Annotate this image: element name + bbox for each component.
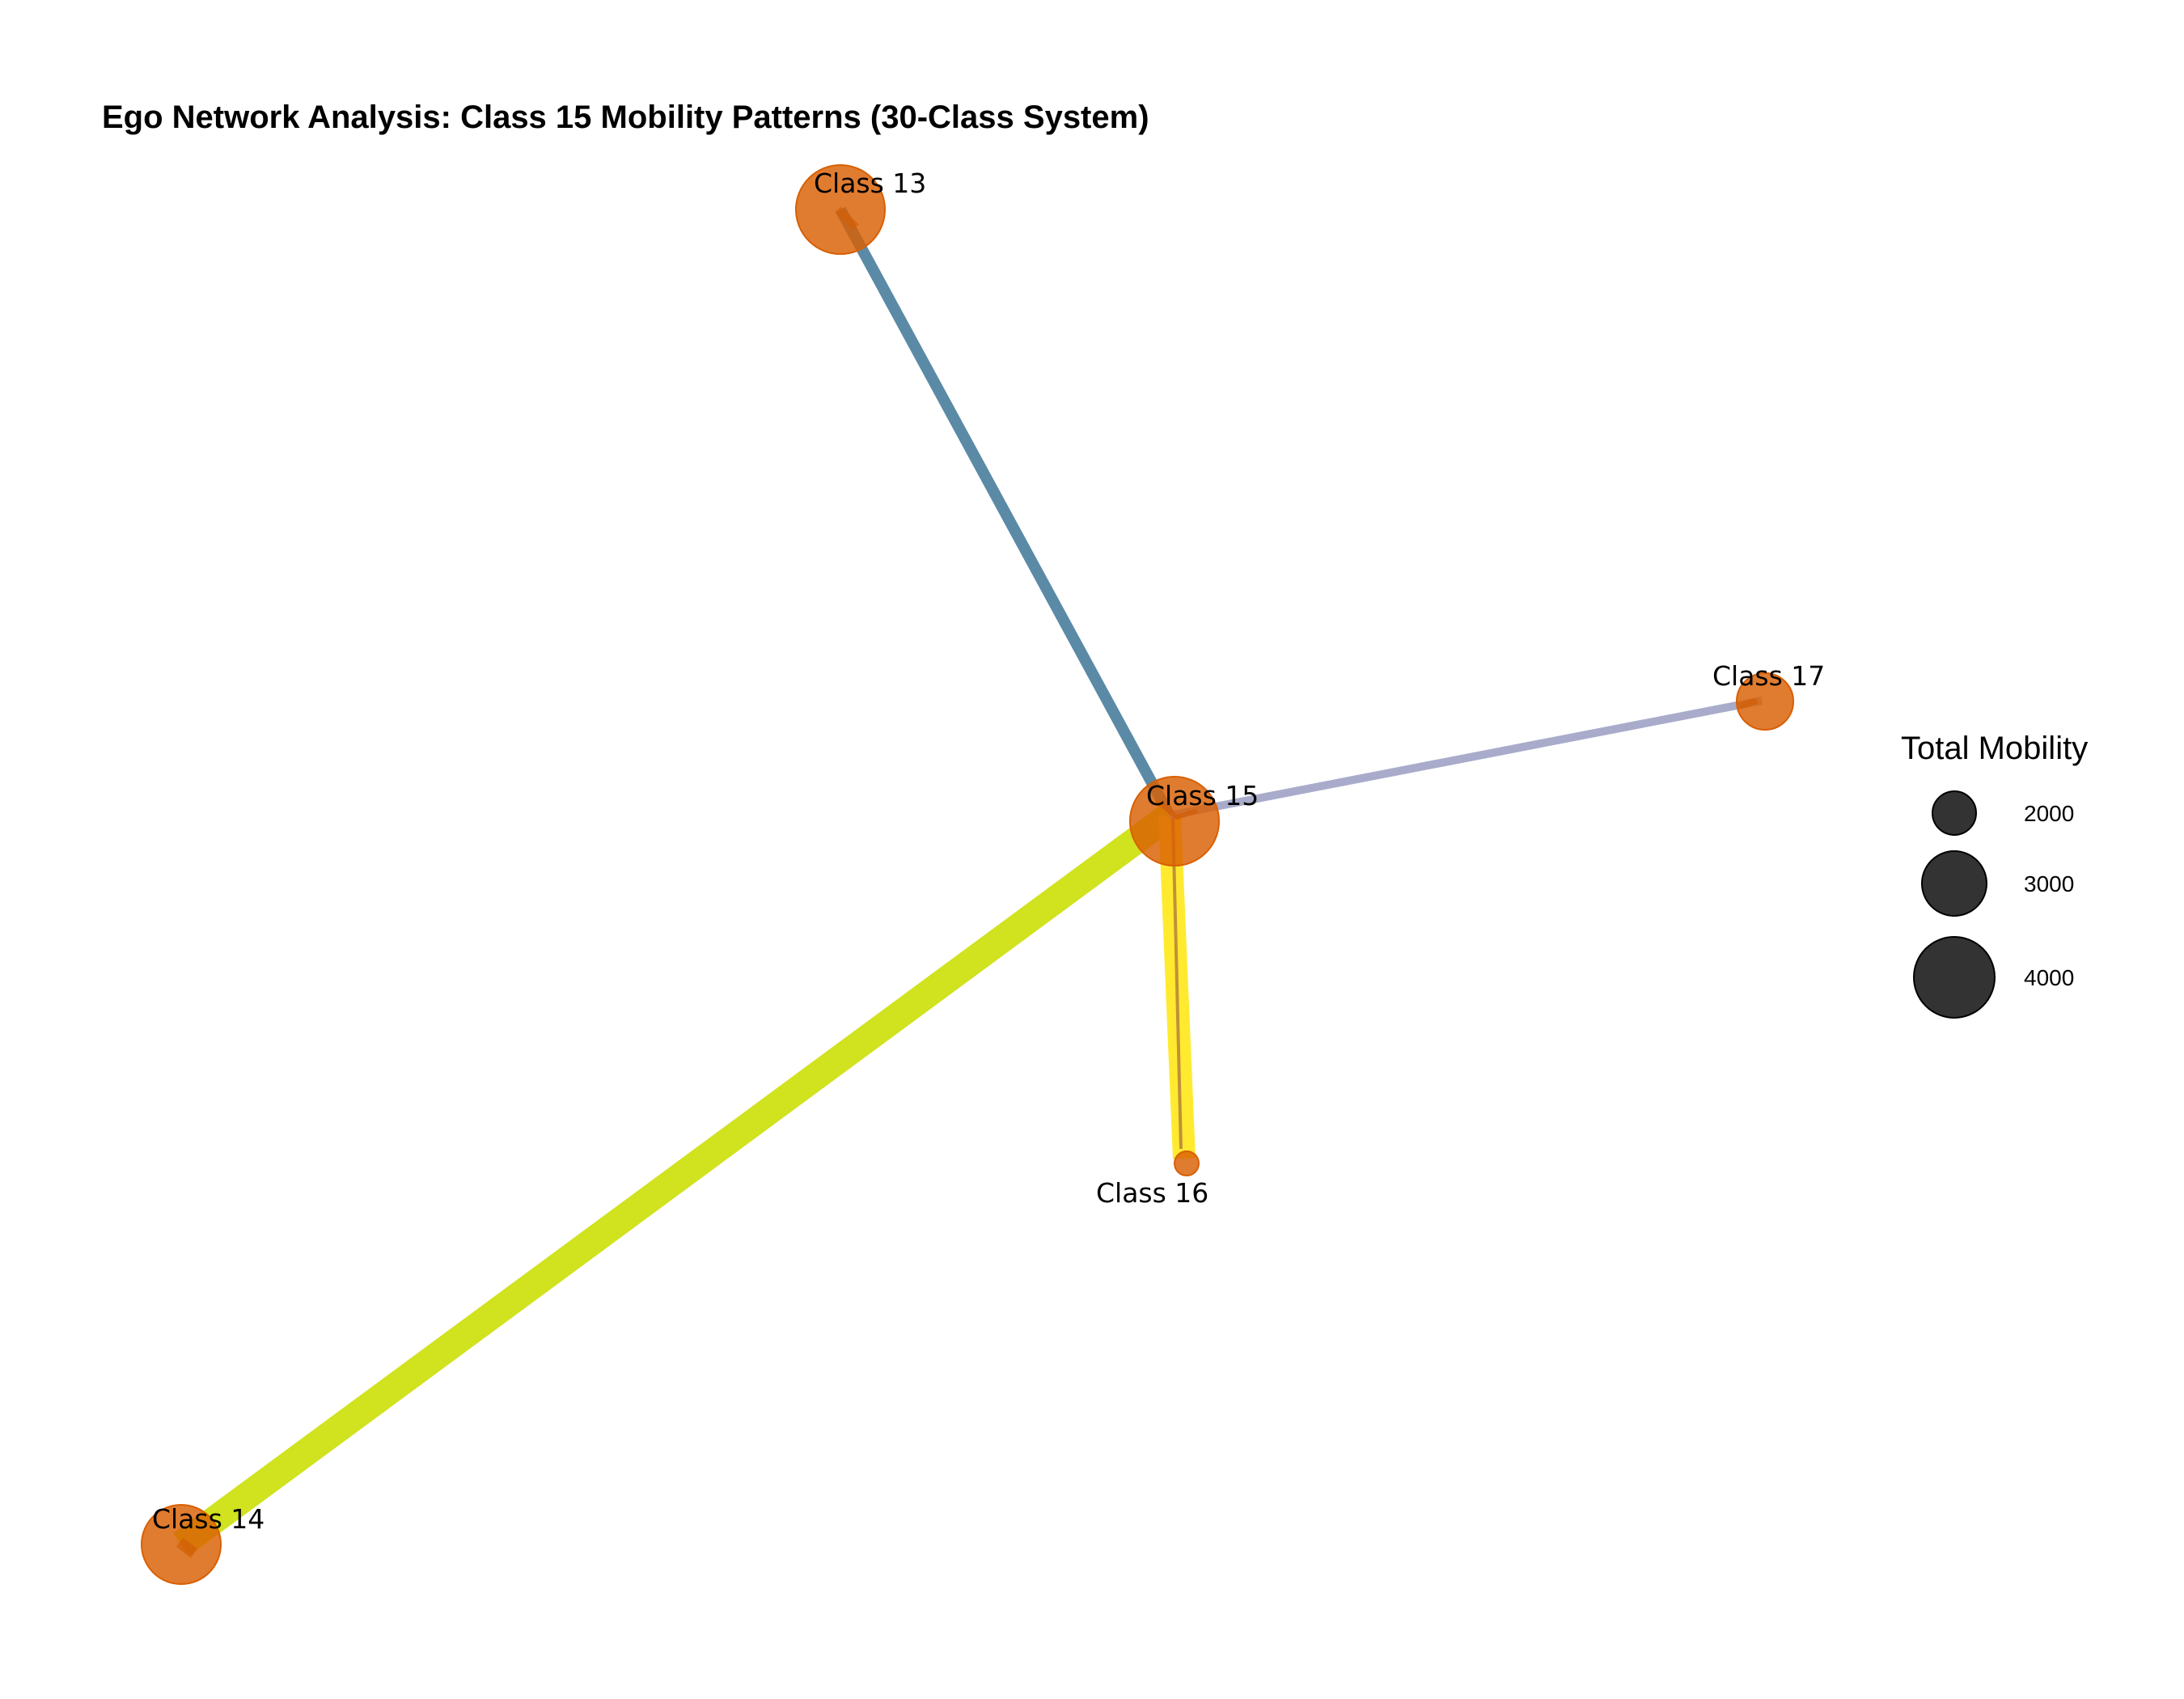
legend-label-4000: 4000 bbox=[2024, 965, 2074, 990]
legend-label-2000: 2000 bbox=[2024, 801, 2074, 826]
node-label-class-14: Class 14 bbox=[152, 1503, 265, 1535]
edge-class-14-class-15 bbox=[172, 804, 1179, 1556]
edge-class-15-class-17 bbox=[1169, 697, 1763, 820]
node-class-15 bbox=[1129, 776, 1220, 866]
node-label-class-13: Class 13 bbox=[814, 167, 926, 199]
legend-marker-3000 bbox=[1921, 850, 1987, 917]
chart-title: Ego Network Analysis: Class 15 Mobility … bbox=[102, 100, 1149, 135]
node-class-16 bbox=[1174, 1150, 1200, 1176]
legend-title: Total Mobility bbox=[1901, 731, 2088, 766]
size-legend: Total Mobility 2000 3000 4000 bbox=[1901, 731, 2088, 1019]
node-label-class-17: Class 17 bbox=[1712, 660, 1825, 692]
edge-markers-layer bbox=[176, 206, 1759, 1558]
legend-label-3000: 3000 bbox=[2024, 871, 2074, 896]
node-class-17 bbox=[1736, 672, 1794, 731]
node-label-class-15: Class 15 bbox=[1146, 780, 1259, 811]
nodes-layer bbox=[141, 164, 1794, 1585]
node-class-13 bbox=[795, 164, 886, 255]
edge-marker-class-15-to-16 bbox=[1171, 818, 1183, 1150]
node-label-class-16: Class 16 bbox=[1096, 1177, 1208, 1209]
node-class-14 bbox=[141, 1504, 222, 1585]
edge-class-13-class-15 bbox=[835, 206, 1175, 819]
legend-marker-2000 bbox=[1932, 790, 1977, 836]
edges-layer bbox=[172, 206, 1763, 1556]
legend-marker-4000 bbox=[1913, 936, 1996, 1019]
node-labels-layer: Class 13 Class 14 Class 15 Class 16 Clas… bbox=[152, 167, 1825, 1535]
